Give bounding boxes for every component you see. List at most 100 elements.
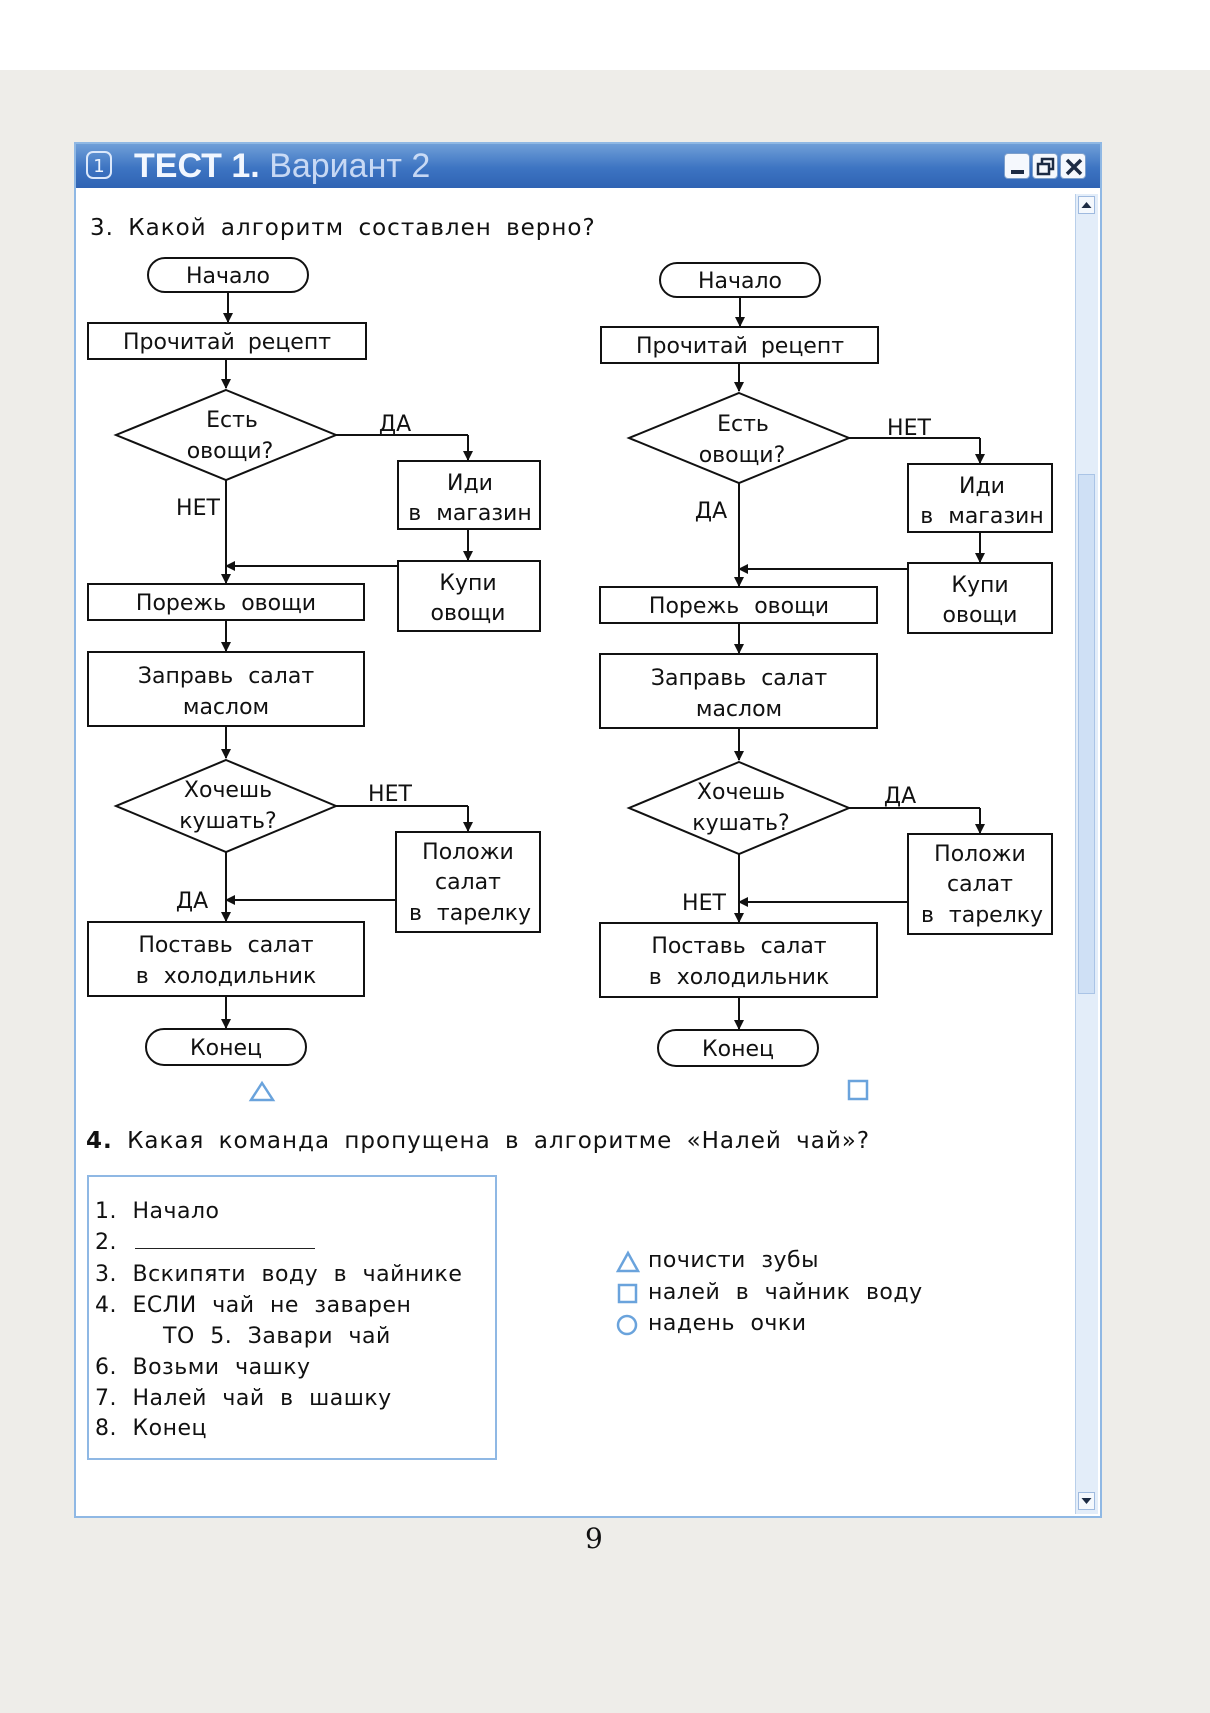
option-brush-teeth[interactable]: почисти зубы [616,1248,819,1273]
fc-a-shop-line2: в магазин [408,501,531,526]
fc-b-cond2-diamond [626,760,852,856]
square-marker-icon [617,1283,638,1304]
arrow-down-icon [1081,1498,1092,1504]
question-3-text: Какой алгоритм составлен верно? [128,215,596,241]
fc-b-plate-line3: в тарелку [921,903,1043,928]
fc-a-end: Конец [190,1036,262,1061]
fc-b-shop-line2: в магазин [920,504,1043,529]
fc-a-cond2-right: НЕТ [368,782,412,807]
close-icon [1065,158,1083,176]
fc-a-cond1-down: НЕТ [176,496,220,521]
scroll-up-button[interactable] [1078,196,1095,214]
flowchart-a[interactable] [87,257,541,1102]
restore-button[interactable] [1032,153,1058,179]
flowchart-a-labels: Начало Прочитай рецепт Есть овощи? ДА НЕ… [123,264,532,1061]
test-window: 1 ТЕСТ 1. Вариант 2 [74,142,1102,1518]
fc-b-fridge-line2: в холодильник [649,965,829,990]
tea-algorithm-box: 1. Начало 2. 3. Вскипяти воду в чайнике … [87,1175,497,1460]
fc-a-buy-line2: овощи [431,601,506,626]
test-number-icon: 1 [86,151,112,179]
fc-a-cond1-right: ДА [379,412,411,437]
fc-b-dress-line1: Заправь салат [651,666,827,691]
fc-b-buy-line2: овощи [943,603,1018,628]
fc-b-square-marker-icon[interactable] [847,1079,869,1101]
scroll-down-button[interactable] [1078,1492,1095,1510]
option-put-on-glasses[interactable]: надень очки [616,1311,807,1336]
window-title: ТЕСТ 1. Вариант 2 [134,146,430,186]
answer-blank[interactable] [135,1230,315,1249]
fc-b-cond2-line2: кушать? [692,811,789,836]
page-top-margin [0,0,1210,70]
fc-b-end-box [657,1029,819,1067]
fc-b-fridge-line1: Поставь салат [651,934,826,959]
minimize-button[interactable] [1004,153,1030,179]
algorithm-line: 8. Конец [95,1416,207,1441]
window-title-bold: ТЕСТ 1. [134,147,260,185]
fc-b-cond1-diamond [626,391,852,485]
fc-b-read: Прочитай рецепт [636,334,844,359]
restore-icon [1036,157,1055,176]
algorithm-line: 3. Вскипяти воду в чайнике [95,1262,463,1287]
fc-b-cond1-down: ДА [695,499,727,524]
fc-a-cond2-line1: Хочешь [184,778,272,803]
fc-b-cond1-line1: Есть [717,412,769,437]
question-3-number: 3. [90,215,114,241]
fc-b-cut: Порежь овощи [649,594,829,619]
triangle-marker-icon [616,1250,640,1273]
window-title-variant: Вариант 2 [269,147,431,185]
fc-b-buy-line1: Купи [951,573,1008,598]
fc-a-plate-line1: Положи [422,840,514,865]
algorithm-line: 6. Возьми чашку [95,1355,311,1380]
fc-b-plate-line2: салат [947,872,1013,897]
scroll-thumb[interactable] [1078,474,1095,994]
fc-a-buy-box [397,560,541,632]
fc-a-dress-line2: маслом [183,695,269,720]
flowchart-b[interactable] [599,262,1053,1101]
page-number: 9 [585,1522,603,1555]
fc-b-buy-box [907,562,1053,634]
algorithm-line-number: 2. [95,1230,117,1255]
fc-a-cond1-line2: овощи? [187,439,274,464]
fc-a-cond2-line2: кушать? [179,809,276,834]
fc-a-fridge-line1: Поставь салат [138,933,313,958]
option-text: налей в чайник воду [648,1280,923,1305]
question-4-text: Какая команда пропущена в алгоритме «Нал… [127,1128,871,1154]
fc-a-buy-line1: Купи [439,571,496,596]
fc-b-end: Конец [702,1037,774,1062]
fc-a-cond1-diamond [113,388,339,482]
title-bar: 1 ТЕСТ 1. Вариант 2 [76,144,1100,188]
fc-a-cond1-line1: Есть [206,408,258,433]
algorithm-line: 4. ЕСЛИ чай не заварен [95,1293,412,1318]
fc-b-cond2-line1: Хочешь [697,780,785,805]
fc-b-shop-line1: Иди [959,474,1005,499]
fc-a-plate-line3: в тарелку [409,901,531,926]
close-button[interactable] [1060,153,1086,179]
algorithm-line: 1. Начало [95,1199,220,1224]
flowchart-b-labels: Начало Прочитай рецепт Есть овощи? НЕТ Д… [636,269,1044,1062]
fc-b-cond2-down: НЕТ [682,891,726,916]
question-4-number: 4. [86,1128,113,1154]
fc-a-cut: Порежь овощи [136,591,316,616]
fc-b-start: Начало [698,269,782,294]
fc-a-plate-box [395,831,541,933]
fc-a-cond2-down: ДА [176,889,208,914]
fc-a-end-box [145,1028,307,1066]
question-3: 3. Какой алгоритм составлен верно? [90,215,596,241]
option-fill-kettle[interactable]: налей в чайник воду [617,1280,923,1305]
fc-b-cond1-right: НЕТ [887,416,931,441]
fc-a-dress-line1: Заправь салат [138,664,314,689]
circle-marker-icon [616,1314,638,1336]
minimize-icon [1011,170,1024,174]
fc-b-cond1-line2: овощи? [699,443,786,468]
fc-a-fridge-line2: в холодильник [136,964,316,989]
fc-a-triangle-marker-icon[interactable] [248,1080,276,1102]
algorithm-line: 7. Налей чай в шашку [95,1386,392,1411]
fc-a-read: Прочитай рецепт [123,330,331,355]
algorithm-line: ТО 5. Завари чай [163,1324,391,1349]
question-4: 4. Какая команда пропущена в алгоритме «… [86,1128,870,1154]
fc-a-plate-line2: салат [435,870,501,895]
algorithm-line-blank[interactable]: 2. [95,1230,315,1255]
fc-b-plate-box [907,833,1053,935]
vertical-scrollbar[interactable] [1075,194,1098,1514]
